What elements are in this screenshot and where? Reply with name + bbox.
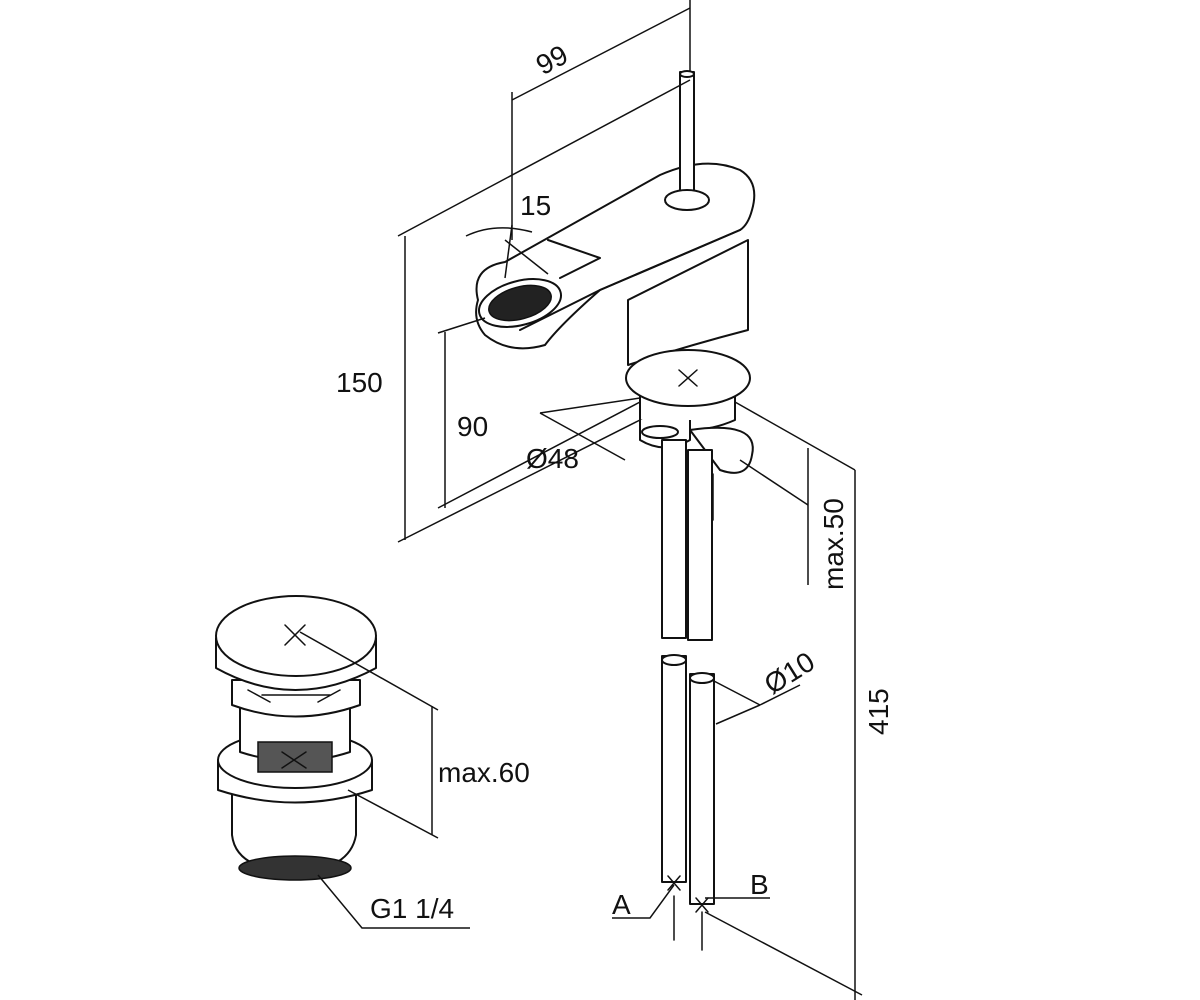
dim-drain-thread-label: G1 1/4: [370, 893, 454, 924]
dim-mount-thickness-label: max.50: [818, 498, 849, 590]
dim-base-diameter-label: Ø48: [526, 443, 579, 474]
dim-spout-height-label: 90: [457, 411, 488, 442]
dim-drain-height-label: max.60: [438, 757, 530, 788]
dim-handle-angle-label: 15: [520, 190, 551, 221]
drain-waste: [215, 595, 377, 881]
dim-total-height-label: 150: [336, 367, 383, 398]
aerator: [488, 284, 552, 322]
hose-a-label: A: [612, 889, 631, 920]
hose-a: [661, 439, 687, 891]
faucet-body: [475, 70, 756, 366]
pop-up-rod: [679, 71, 695, 201]
hose-b-label: B: [750, 869, 769, 900]
dim-spout-reach-label: 99: [531, 39, 573, 81]
hose-b: [687, 449, 715, 913]
dim-hose-length-label: 415: [863, 688, 894, 735]
dimension-lines: [299, 0, 863, 1000]
dim-hose-diameter-label: Ø10: [759, 646, 820, 700]
